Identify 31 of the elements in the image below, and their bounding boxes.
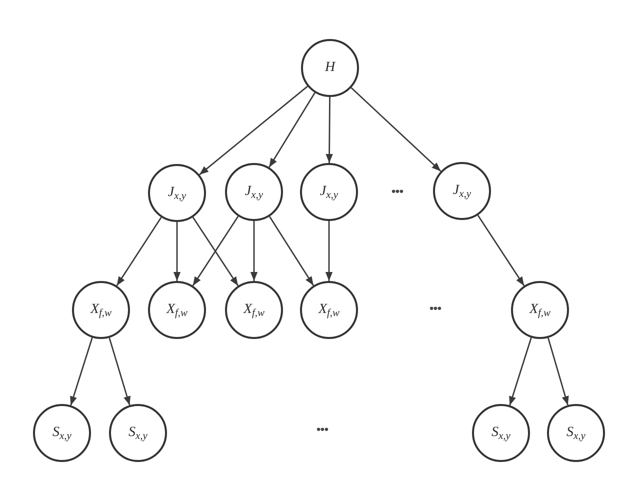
ellipsis-label: •••	[316, 424, 328, 438]
node-label: X$_{f,w}$	[529, 303, 551, 317]
node-label: S$_{x,y}$	[128, 426, 148, 440]
node-label: X$_{f,w}$	[166, 303, 188, 317]
node-label: X$_{f,w}$	[90, 303, 112, 317]
node-label: S$_{x,y}$	[52, 426, 72, 440]
arrow	[199, 86, 308, 176]
node-label: X$_{f,w}$	[243, 303, 265, 317]
node-label: X$_{f,w}$	[318, 303, 340, 317]
arrow	[70, 337, 93, 406]
node-label: S$_{x,y}$	[492, 426, 510, 440]
ellipsis-label: •••	[391, 186, 403, 200]
node-label: J$_{x,y}$	[168, 186, 186, 200]
arrow	[547, 338, 569, 406]
arrow	[477, 214, 525, 286]
node-label: H	[324, 61, 336, 75]
arrow	[250, 221, 258, 281]
arrow	[350, 87, 442, 172]
node-label: J$_{x,y}$	[452, 184, 472, 198]
arrow	[116, 216, 162, 286]
node-label: S$_{x,y}$	[566, 426, 586, 440]
arrow	[509, 337, 532, 406]
ellipsis-label: •••	[429, 303, 441, 317]
node-label: J$_{x,y}$	[244, 185, 264, 199]
arrow	[268, 216, 314, 286]
arrow	[325, 221, 333, 281]
arrow	[268, 92, 316, 168]
arrow	[326, 97, 333, 163]
arrow	[173, 222, 181, 281]
node-label: J$_{x,y}$	[320, 185, 338, 199]
arrow	[108, 338, 130, 406]
